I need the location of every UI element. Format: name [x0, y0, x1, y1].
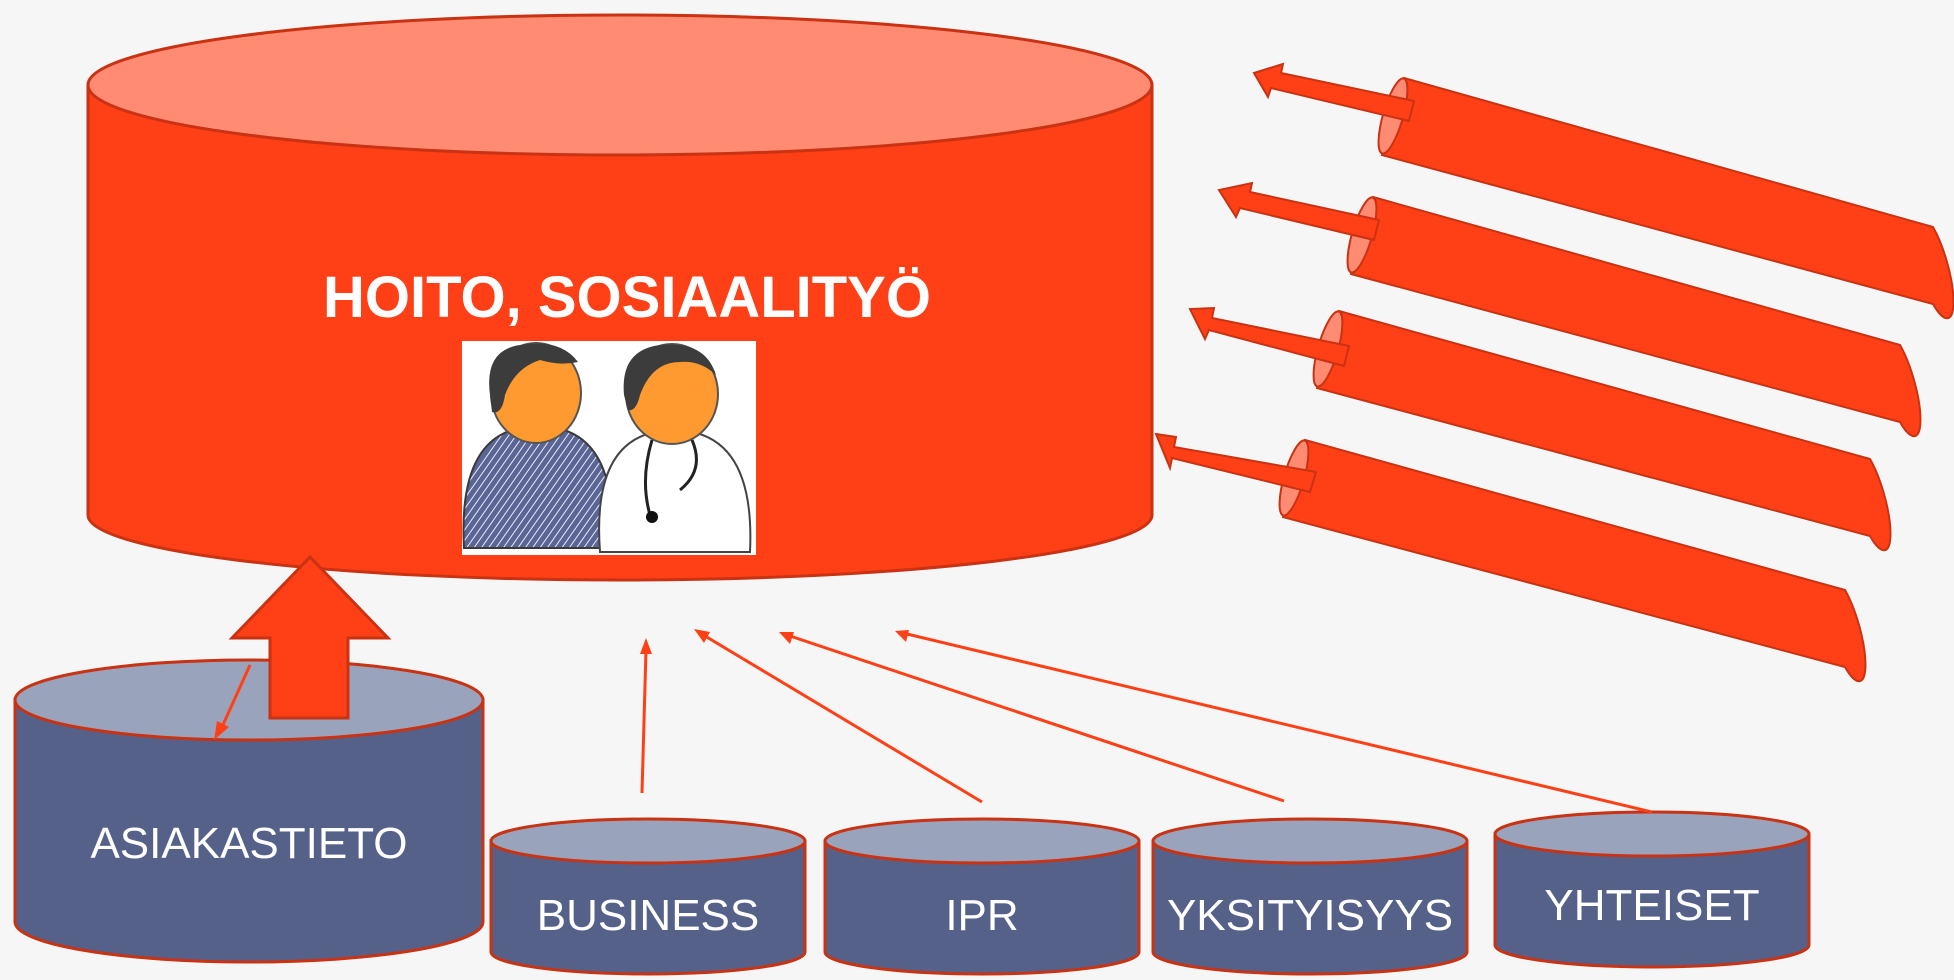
database-yhteiset	[1493, 810, 1811, 969]
database-yksityisyys	[1151, 817, 1469, 976]
database-asiakastieto-label: ASIAKASTIETO	[90, 819, 407, 868]
asiakastieto-up-arrow	[228, 554, 392, 720]
database-yhteiset-label: YHTEISET	[1544, 881, 1759, 930]
database-ipr-label: IPR	[945, 891, 1018, 940]
database-business	[489, 817, 807, 976]
pipe-4-arrow	[1154, 432, 1318, 494]
yhteiset-arrow	[895, 630, 1653, 814]
database-business-label: BUSINESS	[537, 891, 760, 940]
pipe-2-arrow	[1217, 181, 1381, 242]
ipr-arrow	[694, 629, 983, 804]
main-title: HOITO, SOSIAALITYÖ	[323, 265, 931, 330]
main-database-cylinder	[86, 13, 1154, 582]
pipe-1-arrow	[1252, 62, 1416, 123]
pipe-3-arrow	[1188, 306, 1351, 368]
database-yksityisyys-label: YKSITYISYYS	[1167, 891, 1453, 940]
database-ipr	[823, 817, 1141, 976]
business-arrow	[640, 638, 652, 794]
pipe-4	[1278, 438, 1867, 683]
yksityisyys-arrow	[779, 632, 1285, 803]
database-asiakastieto	[13, 658, 485, 964]
care-staff-icon	[462, 341, 756, 555]
